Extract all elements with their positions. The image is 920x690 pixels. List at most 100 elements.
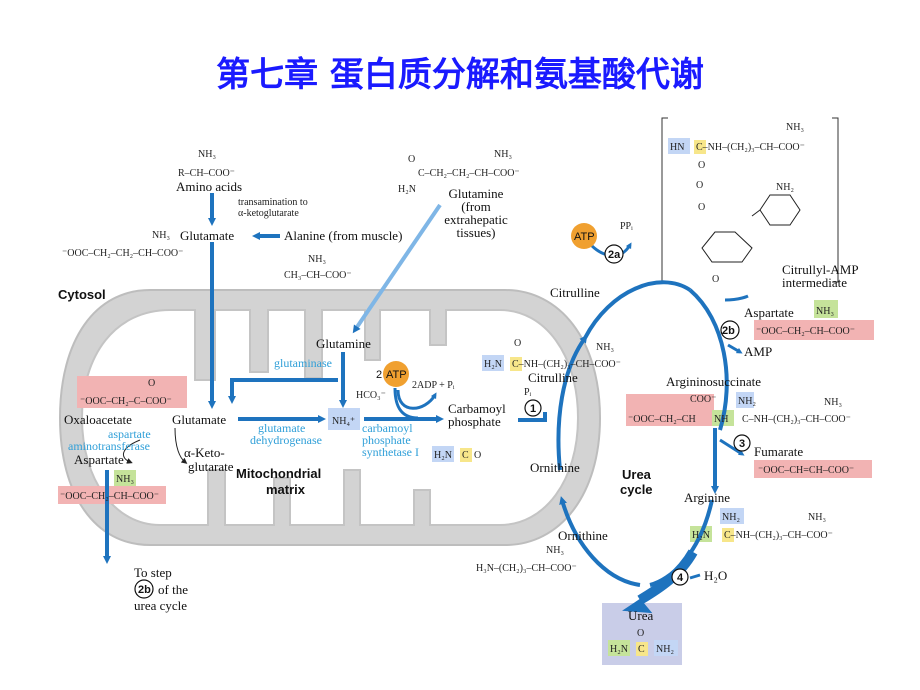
gln-from-3: extrahepatic [444,212,508,227]
arg-nh3: NH₃ [808,512,826,523]
as-coo: COO⁻ [690,394,716,405]
urea-label: Urea [628,608,653,623]
alanine-nh3: NH₃ [308,254,326,265]
cyamp-hn: HN [670,142,684,153]
cyamp-formula: C–NH–(CH₂)₃–CH–COO⁻ [696,142,805,153]
hco3-label: HCO₃⁻ [356,390,386,401]
akg-2: glutarate [188,459,234,474]
ribose-ring [701,194,801,263]
as-left-highlight [626,394,714,426]
urea-nh2: NH₂ [656,644,674,655]
page-title: 第七章 蛋白质分解和氨基酸代谢 [216,55,704,95]
step-2a-label: 2a [608,249,621,261]
thin-arrows [122,427,188,464]
to-step-2: of the [158,582,188,597]
cp-h2n-highlight [432,446,454,462]
urea-c-highlight [636,642,648,656]
aa-formula: R–CH–COO⁻ [178,168,235,179]
to-step-1: To step [134,565,172,580]
arrow-extra-gln [352,203,442,334]
cit-h2n-highlight [482,355,504,371]
arg-nh2-highlight [720,508,744,524]
cyamp-oh1: O [712,274,719,285]
step-2b-label: 2b [722,325,735,337]
urea-cycle-1: Urea [622,467,652,482]
amino-acids-label: Amino acids [176,179,242,194]
as-formula-right: C–NH–(CH₂)₃–CH–COO⁻ [742,414,851,425]
cp-o: O [474,450,481,461]
carbamoyl-1: Carbamoyl [448,401,506,416]
cit-formula: C–NH–(CH₂)₃–CH–COO⁻ [512,359,621,370]
fumarate-formula: ⁻OOC–CH=CH–COO⁻ [758,465,854,476]
light-arrows [352,203,442,334]
cit-h2n: H₂N [484,359,502,370]
aa-nh3: NH₃ [198,149,216,160]
cps-2: phosphate [362,433,411,447]
asp-at-2: aminotransferase [68,439,150,453]
as-nh3: NH₃ [824,397,842,408]
oxaloacetate-label: Oxaloacetate [64,412,132,427]
urea-nh2-highlight [654,640,678,656]
cyamp-hn-highlight [668,138,690,154]
citrulline-mito-label: Citrulline [528,370,578,385]
urea-h2n: H₂N [610,644,628,655]
gln-from-2: (from [461,199,491,214]
cyamp-o2: O [696,180,703,191]
nh4-label: NH₄⁺ [332,416,355,427]
cyamp-nh2: NH₂ [776,182,794,193]
pi-label: Pᵢ [524,387,532,398]
aspartate-right-label: Aspartate [744,305,794,320]
asp-right-formula: ⁻OOC–CH₂–CH–COO⁻ [756,326,855,337]
urea-h2n-highlight [608,640,630,656]
glutamate-top-formula: ⁻OOC–CH₂–CH₂–CH–COO⁻ [62,248,183,259]
atp-circle-2a [571,223,597,249]
ornithine-bottom-label: Ornithine [558,528,608,543]
atp-2a-label: ATP [574,231,595,243]
cyamp-o1: O [698,160,705,171]
arg-nh2: NH₂ [722,512,740,523]
gdh-2: dehydrogenase [250,433,322,447]
oaa-formula: ⁻OOC–CH₂–C–COO⁻ [80,396,172,407]
asp-left-nh3: NH₃ [116,474,134,485]
gln-top-h2n: H₂N [398,184,416,195]
oaa-highlight [77,376,187,408]
step-4-label: 4 [677,572,684,584]
asp-right-highlight [754,320,874,340]
gln-top-o: O [408,154,415,165]
cp-c: C [462,450,469,461]
argininosuccinate-label: Argininosuccinate [666,374,761,389]
as-nh2-highlight [736,392,754,408]
glu-top-nh3: NH₃ [152,230,170,241]
arrow-gln-to-glu [228,378,338,404]
arrow-cp-to-cycle [518,412,547,422]
arg-formula: C–NH–(CH₂)₃–CH–COO⁻ [724,530,833,541]
gln-from-1: Glutamine [449,186,504,201]
urea-c: C [638,644,645,655]
cit-nh3: NH₃ [596,342,614,353]
orn-formula: H₃N–(CH₂)₃–CH–COO⁻ [476,563,577,574]
mito-2: matrix [266,482,306,497]
step-1-label: 1 [530,403,536,415]
glutamate-top-label: Glutamate [180,228,234,243]
as-formula-left: ⁻OOC–CH₂–CH [628,414,696,425]
cit-c-highlight [510,357,522,371]
ketoglutarate-label: α-ketoglutarate [238,208,299,219]
asp-left-highlight [58,486,166,504]
two-atp-prefix: 2 [376,369,382,381]
cyamp-nh3: NH₃ [786,122,804,133]
h2o-label: H₂O [704,568,727,583]
urea-o: O [637,628,644,639]
citrulline-top-label: Citrulline [550,285,600,300]
aspartate-left-label: Aspartate [74,452,124,467]
text-labels: NH₃ R–CH–COO⁻ Amino acids transamination… [58,122,859,655]
gdh-1: glutamate [258,421,305,435]
amp-label: AMP [744,344,772,359]
arg-h2n: H₂N [692,530,710,541]
cp-h2n: H₂N [434,450,452,461]
mito-1: Mitochondrial [236,466,321,481]
arginine-label: Arginine [684,490,730,505]
urea-cycle-ring [556,280,749,614]
arg-c-highlight [722,528,734,542]
glutamine-mito-label: Glutamine [316,336,371,351]
